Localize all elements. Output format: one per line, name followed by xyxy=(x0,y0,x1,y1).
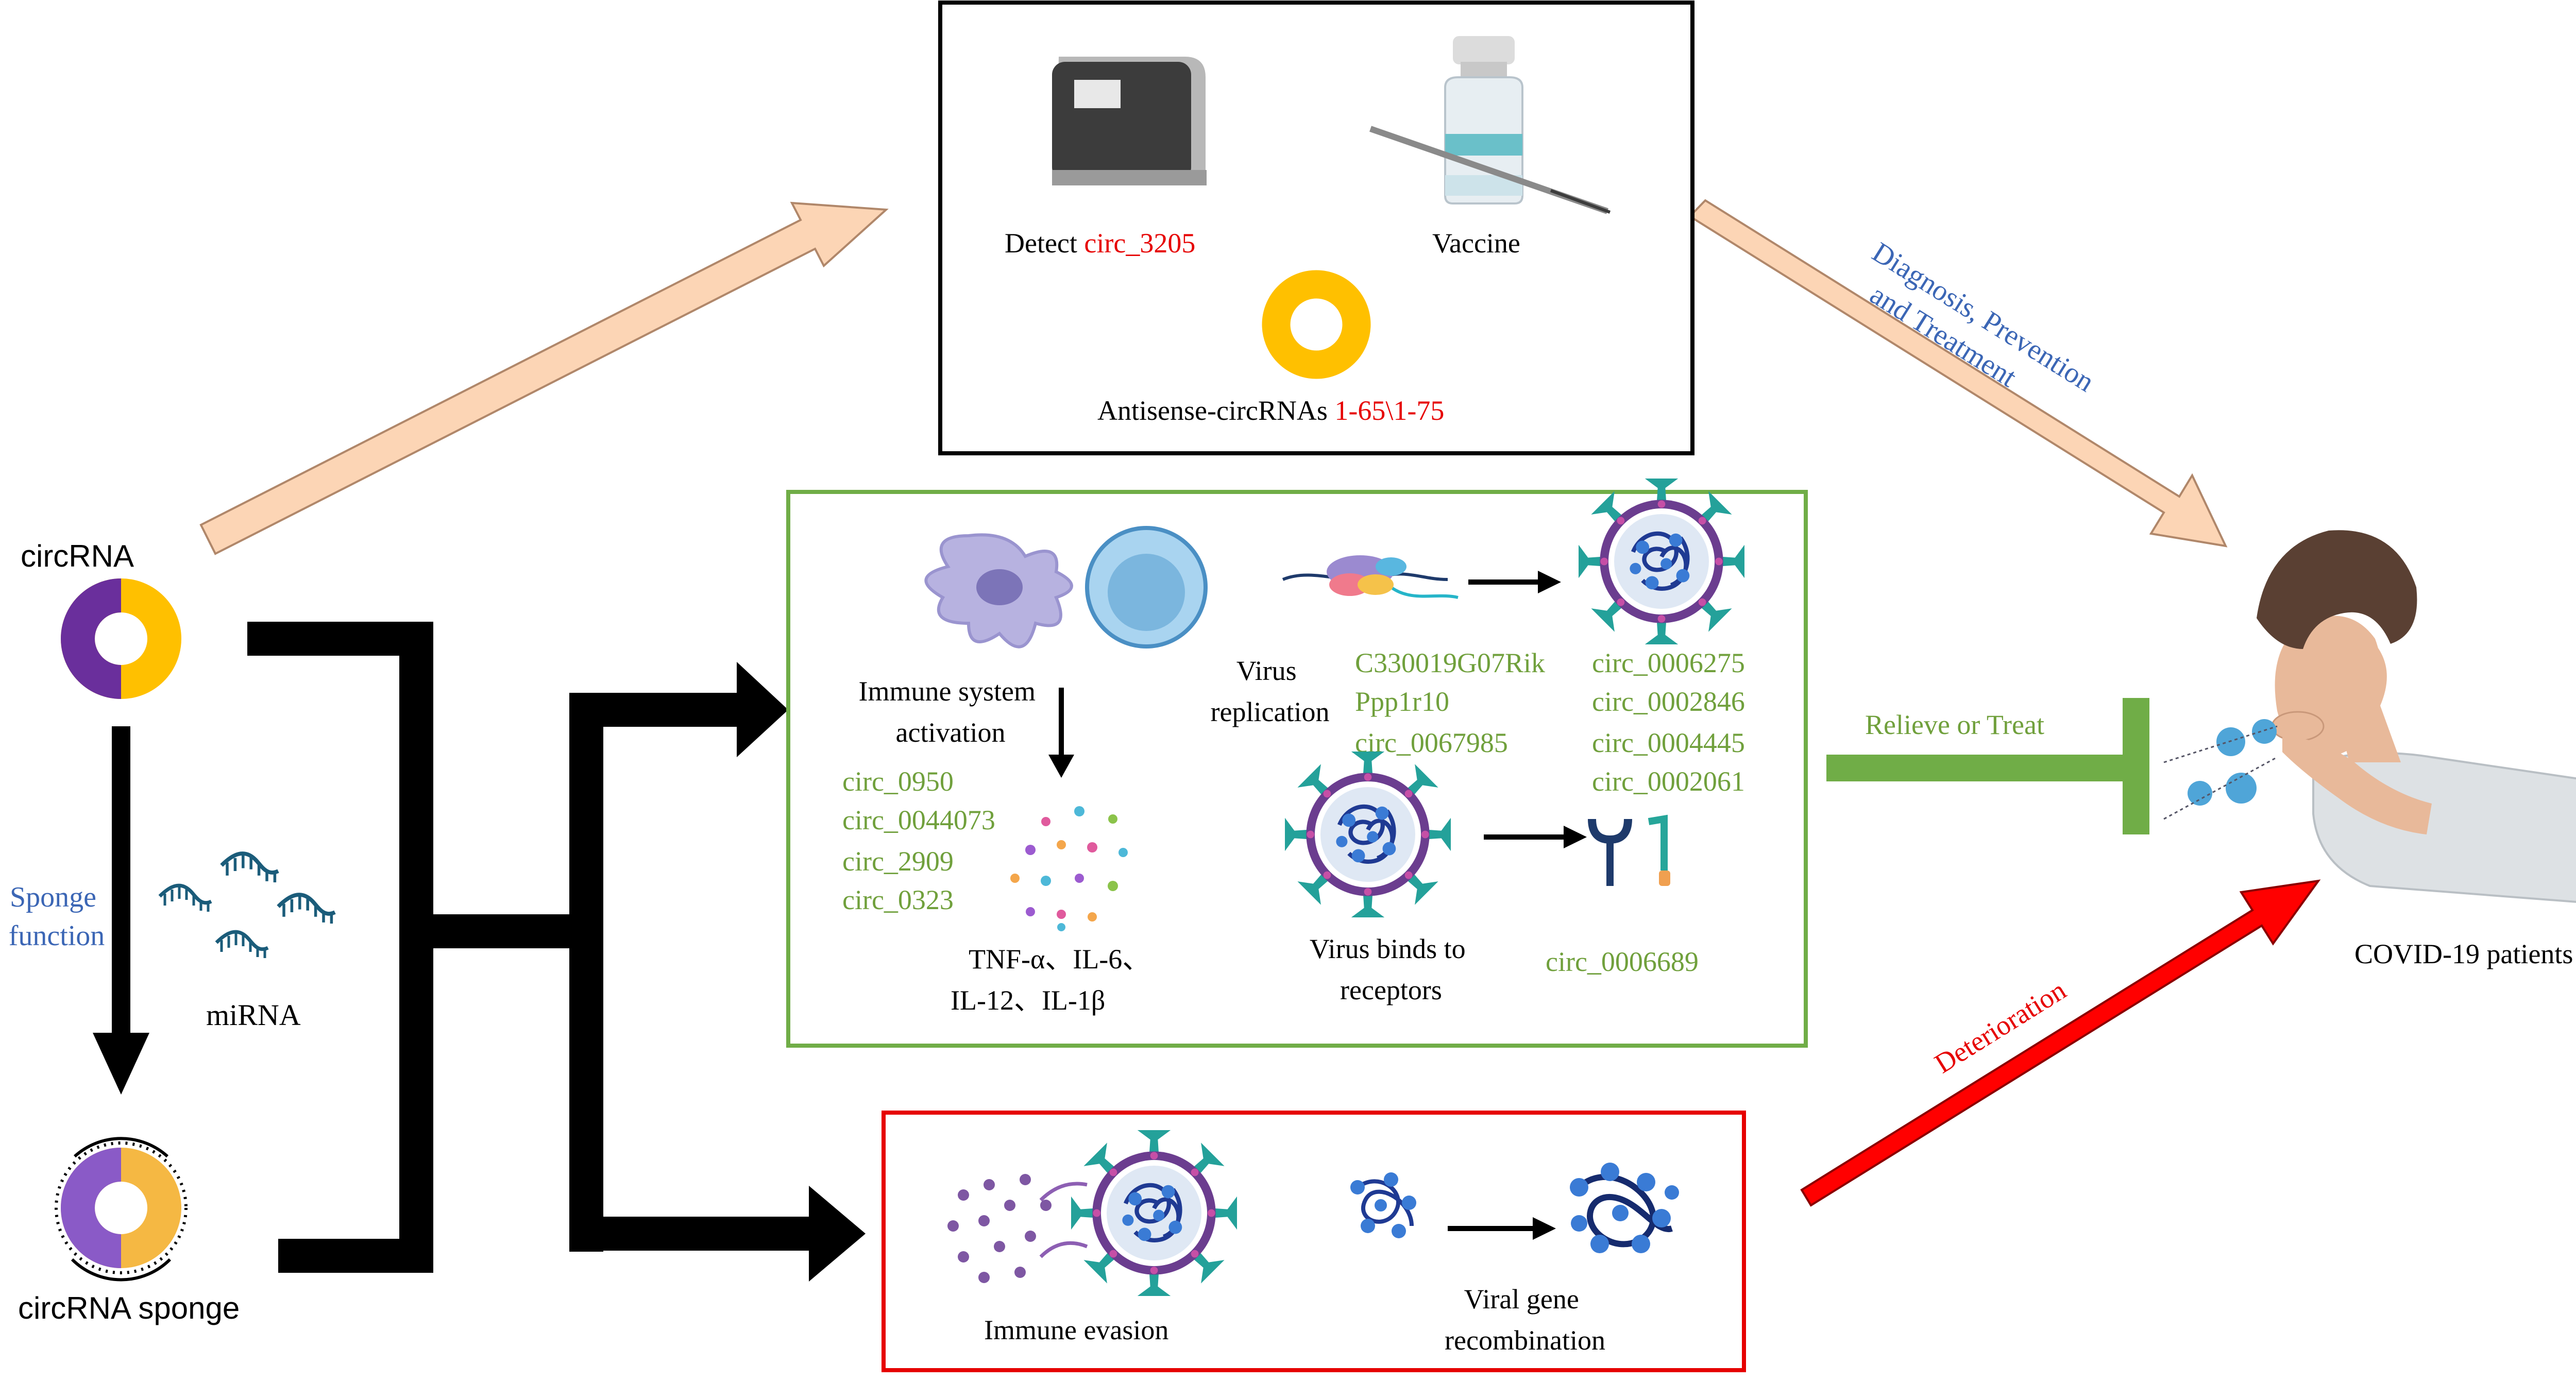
sponge-function-label: Sponge function xyxy=(9,881,105,952)
antisense-label: Antisense-circRNAs 1-65\1-75 xyxy=(1097,395,1444,426)
virus-binding-icon xyxy=(1285,752,1451,917)
b-cell-icon xyxy=(1085,526,1208,649)
activation-down-arrowhead xyxy=(1048,755,1074,778)
vaccine-icon xyxy=(1369,36,1611,214)
circrna-section: circRNA Sponge function miRNA circRNA xyxy=(9,539,335,1325)
relieve-inhibitor-bar xyxy=(2123,698,2149,834)
binds-circ-label: circ_0006689 xyxy=(1546,946,1699,977)
peach-arrow-up xyxy=(199,201,889,555)
deterioration-label: Deterioration xyxy=(1929,975,2072,1079)
peach-arrow-down xyxy=(1688,199,2228,548)
mirna-label: miRNA xyxy=(206,998,301,1032)
patient-label: COVID-19 patients xyxy=(2354,939,2573,969)
immune-activation-label: Immune system activation xyxy=(859,676,1043,748)
virus-evasion-icon xyxy=(1071,1130,1237,1296)
covid-patient-icon xyxy=(2163,530,2576,903)
sponge-down-arrow-head xyxy=(93,1033,149,1095)
circrna-sponge-label: circRNA sponge xyxy=(18,1291,240,1325)
detect-label: Detect circ_3205 xyxy=(1005,228,1195,259)
receptor-icon xyxy=(1588,814,1670,886)
relieve-label: Relieve or Treat xyxy=(1865,709,2044,740)
replication-gene-list-left: C330019G07Rik Ppp1r10 circ_0067985 xyxy=(1355,647,1552,758)
deterioration-arrow xyxy=(1800,879,2321,1207)
pcr-machine-icon xyxy=(1052,57,1207,185)
circrna-ring-icon xyxy=(61,578,181,699)
viral-gene-small-icon xyxy=(1350,1172,1416,1238)
evasion-curve-arrow-1 xyxy=(1039,1182,1088,1202)
cytokine-label: TNF-α、IL-6、 IL-12、IL-1β xyxy=(951,944,1157,1016)
antisense-ring-icon xyxy=(1262,270,1371,379)
bracket-connector xyxy=(247,622,866,1282)
virus-genome-icon xyxy=(1282,555,1459,599)
virus-replication-label: Virus replication xyxy=(1211,655,1330,727)
cytokine-dots-icon xyxy=(1010,806,1128,931)
viral-gene-recombined-icon xyxy=(1570,1163,1679,1253)
replication-gene-list-right: circ_0006275 circ_0002846 circ_0004445 c… xyxy=(1592,647,1752,797)
replication-arrowhead xyxy=(1538,571,1561,593)
virus-replicated-icon xyxy=(1579,479,1744,644)
virus-binds-label: Virus binds to receptors xyxy=(1310,933,1472,1005)
evasion-dots-icon xyxy=(947,1174,1052,1283)
immune-circ-list: circ_0950 circ_0044073 circ_2909 circ_03… xyxy=(842,766,1002,915)
evasion-curve-arrow-2 xyxy=(1039,1241,1088,1258)
recombination-arrowhead xyxy=(1533,1217,1556,1240)
mirna-icon-group xyxy=(160,854,335,958)
relieve-inhibitor-line xyxy=(1826,755,2143,781)
sponge-down-arrow-shaft xyxy=(112,726,130,1035)
binding-arrowhead xyxy=(1564,826,1587,848)
immune-cell-icon xyxy=(924,533,1073,649)
vaccine-label: Vaccine xyxy=(1432,228,1520,259)
recombination-label: Viral gene recombination xyxy=(1445,1284,1605,1356)
circrna-label: circRNA xyxy=(21,539,134,573)
immune-evasion-label: Immune evasion xyxy=(984,1315,1168,1345)
circrna-sponge-icon xyxy=(55,1137,188,1282)
